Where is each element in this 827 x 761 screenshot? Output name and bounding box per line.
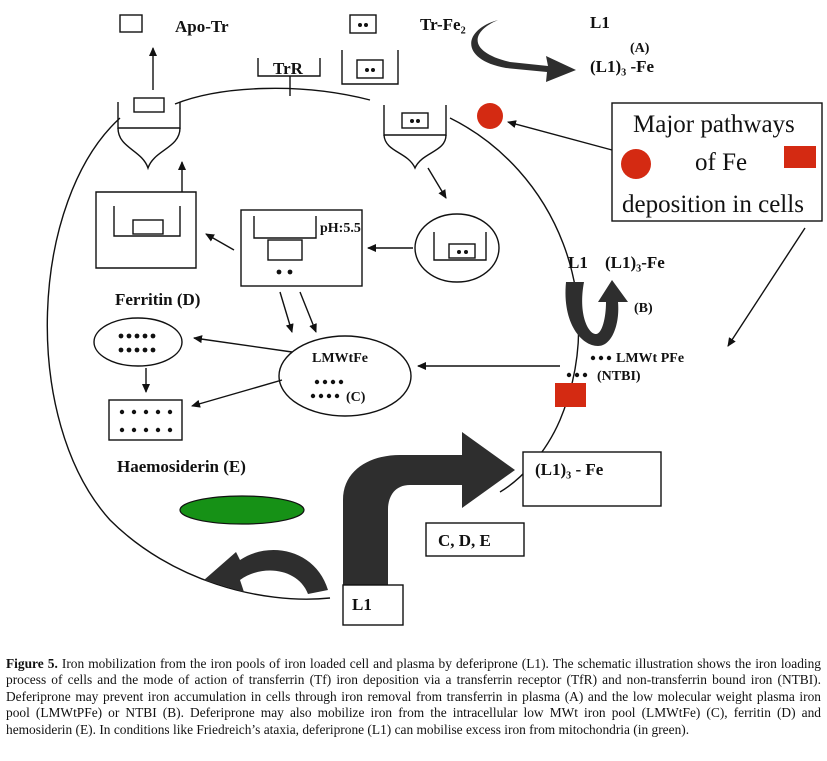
legend-to-circle-arrow xyxy=(507,120,613,151)
legend-circle xyxy=(621,149,651,179)
legend-to-ntbi-arrow xyxy=(727,227,806,347)
tr-fe2-label: Tr-Fe₂ xyxy=(420,15,466,34)
mitochondrion xyxy=(179,495,305,525)
l1-bottom-label: L1 xyxy=(352,595,372,614)
haemosiderin-pool xyxy=(108,399,183,441)
l1-3-fe-right-label: (L1)₃-Fe xyxy=(605,253,665,272)
l1-3-fe-top-label: (L1)₃ -Fe xyxy=(590,57,655,76)
l1-chelation-arrow-cde xyxy=(343,432,515,585)
l1-bottom-box xyxy=(342,584,404,626)
apo-tr-box xyxy=(119,14,143,33)
plasma-iron-dots xyxy=(566,355,612,378)
cde-box xyxy=(425,522,525,557)
ferritin-pool xyxy=(93,317,183,367)
figure-caption: Figure 5. Iron mobilization from the iro… xyxy=(6,656,821,738)
lmwtfe-pool: LMWtFe (C) xyxy=(278,335,412,417)
l1-3-fe-bottom-label: (L1)₃ - Fe xyxy=(535,460,604,479)
l1-top-label: L1 xyxy=(590,13,610,32)
l1-right-label: L1 xyxy=(568,253,588,272)
arrow-lmwt-to-ferritin xyxy=(193,335,293,353)
a-marker: (A) xyxy=(630,41,650,56)
receptor-right xyxy=(383,105,447,170)
l1-chelation-arrow-b xyxy=(565,280,628,346)
tr-fe2-box xyxy=(349,14,377,34)
transferrin-receptor: TrR xyxy=(257,58,321,96)
l1-chelation-arrow-a xyxy=(471,20,576,82)
apo-tr-label: Apo-Tr xyxy=(175,17,229,36)
receptor-tr-fe2 xyxy=(341,50,399,85)
l1-3-fe-bottom-box xyxy=(522,451,662,507)
c-marker: (C) xyxy=(346,390,366,405)
arrow-endosome-to-left xyxy=(205,233,235,251)
arrow-endosome-to-lmwt-2 xyxy=(299,291,317,333)
b-marker: (B) xyxy=(634,301,653,316)
legend-line1: Major pathways xyxy=(633,111,795,138)
arrow-endosome-to-lmwt-1 xyxy=(279,291,294,333)
lmwtfe-label: LMWtFe xyxy=(312,351,368,366)
arrow-lmwt-to-haemosiderin xyxy=(191,379,283,408)
tfr-label: TrR xyxy=(273,59,304,78)
endosome-right xyxy=(414,213,500,283)
endosome-left xyxy=(95,191,197,269)
tf-pathway-circle xyxy=(477,103,503,129)
cde-label: C, D, E xyxy=(438,531,491,550)
caption-text: Iron mobilization from the iron pools of… xyxy=(6,656,822,737)
ntbi-label: (NTBI) xyxy=(597,369,641,384)
haemosiderin-label: Haemosiderin (E) xyxy=(117,457,246,476)
iron-mobilization-diagram: Apo-Tr Tr-Fe₂ TrR L1 (A) (L1)₃ -Fe Major… xyxy=(46,13,823,626)
legend-square xyxy=(784,146,816,168)
legend-line3: deposition in cells xyxy=(622,191,804,218)
ferritin-label: Ferritin (D) xyxy=(115,290,200,309)
figure-label: Figure 5. xyxy=(6,656,58,671)
receptor-left xyxy=(117,97,181,171)
legend-box: Major pathways of Fe deposition in cells xyxy=(611,102,823,222)
lmwt-pfe-label: LMWt PFe xyxy=(616,351,684,366)
mitochondrial-chelation-arrow xyxy=(204,550,328,594)
legend-line2: of Fe xyxy=(695,149,747,176)
ph-label: pH:5.5 xyxy=(320,221,361,236)
ntbi-pathway-square xyxy=(555,383,586,407)
arrow-receptor-to-vesicle xyxy=(427,167,447,199)
acidic-endosome: pH:5.5 xyxy=(240,209,363,287)
